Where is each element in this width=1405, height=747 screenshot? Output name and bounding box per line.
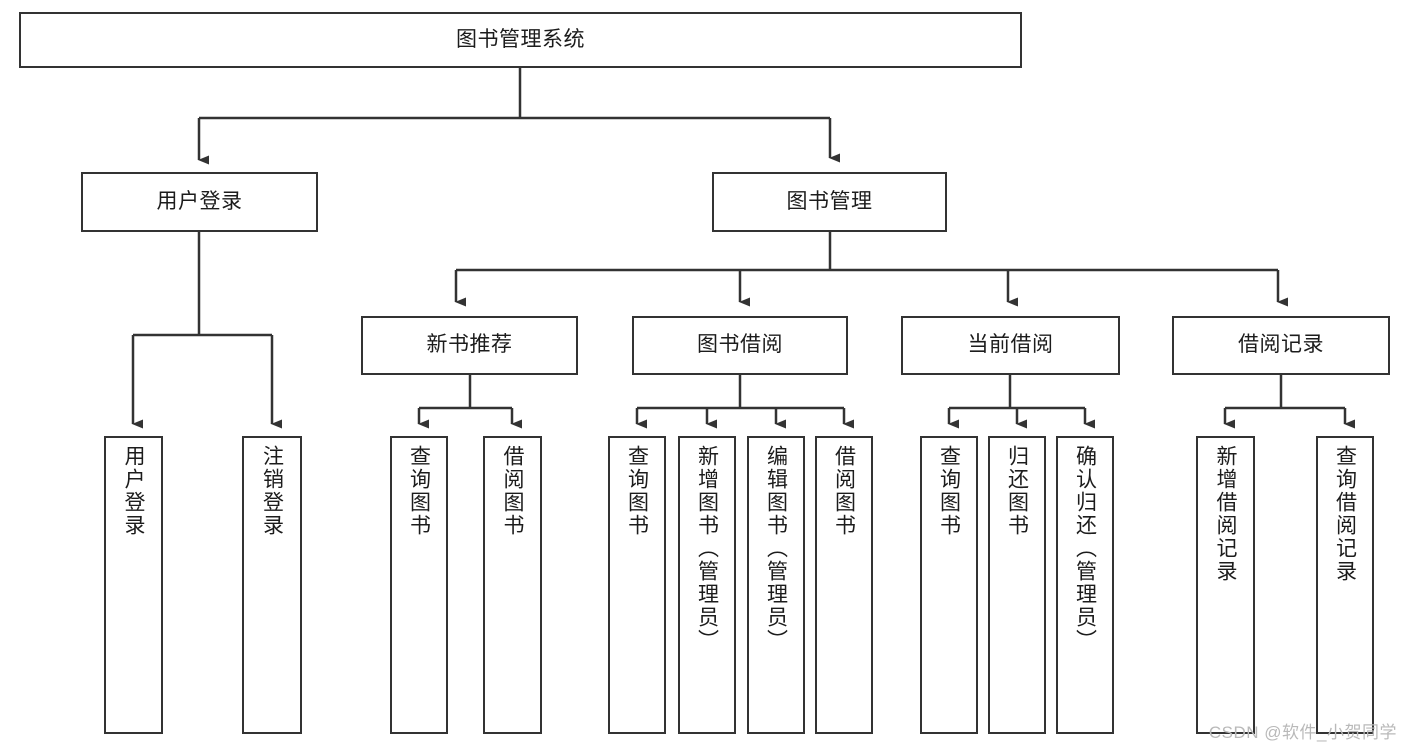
node-label: 图书管理系统 bbox=[456, 27, 585, 51]
node-label: 新增图书（管理员） bbox=[695, 445, 719, 652]
node-label: 借阅图书 bbox=[501, 445, 524, 537]
leaf-edit-book-admin[interactable]: 编辑图书（管理员） bbox=[747, 436, 805, 734]
node-label: 用户登录 bbox=[122, 445, 145, 537]
node-label: 当前借阅 bbox=[967, 333, 1054, 357]
node-user-login[interactable]: 用户登录 bbox=[81, 172, 318, 232]
node-label: 用户登录 bbox=[156, 189, 243, 213]
node-label: 确认归还（管理员） bbox=[1073, 445, 1097, 652]
node-borrow-record[interactable]: 借阅记录 bbox=[1172, 316, 1390, 375]
node-label: 注销登录 bbox=[260, 445, 284, 537]
node-book-management[interactable]: 图书管理 bbox=[712, 172, 947, 232]
node-label: 新增借阅记录 bbox=[1214, 445, 1237, 583]
node-label: 查询图书 bbox=[407, 445, 431, 537]
node-label: 编辑图书（管理员） bbox=[764, 445, 788, 652]
leaf-query-book-current[interactable]: 查询图书 bbox=[920, 436, 978, 734]
node-label: 图书借阅 bbox=[697, 333, 783, 357]
node-label: 借阅记录 bbox=[1238, 333, 1324, 357]
leaf-query-book-borrow[interactable]: 查询图书 bbox=[608, 436, 666, 734]
node-new-book-recommend[interactable]: 新书推荐 bbox=[361, 316, 578, 375]
leaf-confirm-return-admin[interactable]: 确认归还（管理员） bbox=[1056, 436, 1114, 734]
node-label: 新书推荐 bbox=[426, 333, 513, 357]
leaf-borrow-book[interactable]: 借阅图书 bbox=[815, 436, 873, 734]
csdn-watermark: CSDN @软件_小贺同学 bbox=[1208, 723, 1397, 742]
leaf-user-login[interactable]: 用户登录 bbox=[104, 436, 163, 734]
node-root-book-management-system[interactable]: 图书管理系统 bbox=[19, 12, 1022, 68]
leaf-add-book-admin[interactable]: 新增图书（管理员） bbox=[678, 436, 736, 734]
leaf-query-borrow-record[interactable]: 查询借阅记录 bbox=[1316, 436, 1374, 734]
node-book-borrow[interactable]: 图书借阅 bbox=[632, 316, 848, 375]
leaf-add-borrow-record[interactable]: 新增借阅记录 bbox=[1196, 436, 1255, 734]
leaf-borrow-book-recommend[interactable]: 借阅图书 bbox=[483, 436, 542, 734]
leaf-logout[interactable]: 注销登录 bbox=[242, 436, 302, 734]
node-label: 查询借阅记录 bbox=[1333, 445, 1357, 583]
node-current-borrow[interactable]: 当前借阅 bbox=[901, 316, 1120, 375]
node-label: 图书管理 bbox=[786, 189, 873, 213]
node-label: 归还图书 bbox=[1005, 445, 1029, 537]
node-label: 借阅图书 bbox=[832, 445, 856, 537]
leaf-return-book[interactable]: 归还图书 bbox=[988, 436, 1046, 734]
node-label: 查询图书 bbox=[937, 445, 961, 537]
node-label: 查询图书 bbox=[625, 445, 649, 537]
leaf-query-book-recommend[interactable]: 查询图书 bbox=[390, 436, 448, 734]
